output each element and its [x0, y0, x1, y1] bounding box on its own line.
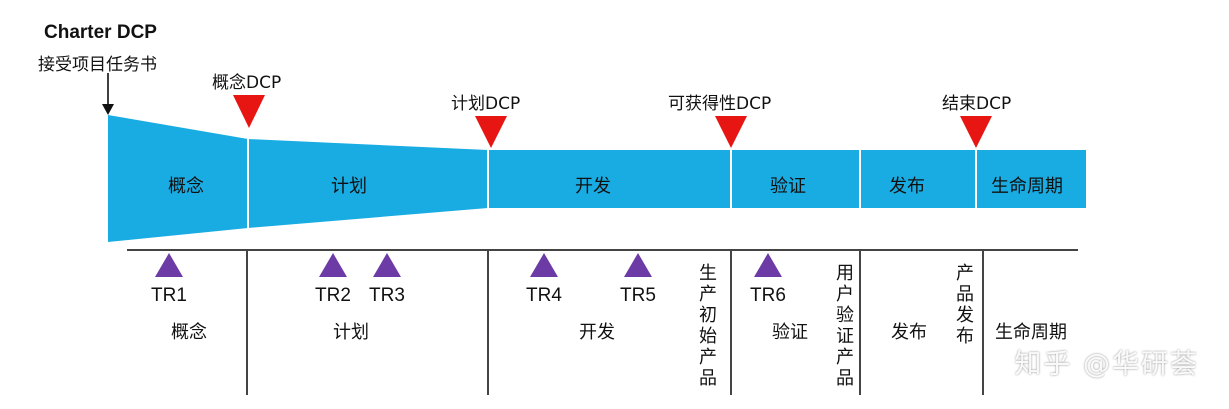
charter-dcp-subtitle: 接受项目任务书	[38, 55, 157, 75]
phase-label-develop: 开发	[579, 322, 615, 343]
band-phase-lifecycle: 生命周期	[991, 176, 1063, 197]
note-user-verification: 用户验证产品	[836, 263, 854, 389]
phase-label-plan: 计划	[333, 322, 369, 343]
phase-label-release: 发布	[891, 322, 927, 343]
note-initial-product: 生产初始产品	[699, 263, 717, 389]
band-phase-verify: 验证	[770, 176, 806, 197]
tr1-marker	[155, 253, 183, 277]
dcp-label-concept: 概念DCP	[212, 73, 282, 93]
band-phase-develop: 开发	[575, 176, 611, 197]
dcp-marker-plan	[475, 116, 507, 148]
band-separators	[247, 139, 977, 228]
charter-arrow	[102, 73, 114, 115]
dcp-marker-concept	[233, 95, 265, 128]
watermark: 知乎 @华研荟	[1014, 349, 1199, 380]
band-phase-release: 发布	[889, 176, 925, 197]
tr5-marker	[624, 253, 652, 277]
phase-label-verify: 验证	[772, 322, 808, 343]
lifecycle-band	[108, 115, 1086, 242]
dcp-label-end: 结束DCP	[942, 94, 1012, 114]
tr2-marker	[319, 253, 347, 277]
dcp-label-availability: 可获得性DCP	[668, 94, 772, 114]
tr6-marker	[754, 253, 782, 277]
dcp-label-plan: 计划DCP	[451, 94, 521, 114]
tr6-label: TR6	[750, 285, 786, 306]
tr4-marker	[530, 253, 558, 277]
phase-label-lifecycle: 生命周期	[995, 322, 1067, 343]
dcp-marker-availability	[715, 116, 747, 148]
tr3-marker	[373, 253, 401, 277]
band-phase-plan: 计划	[331, 176, 367, 197]
tr4-label: TR4	[526, 285, 562, 306]
phase-label-concept: 概念	[171, 322, 207, 343]
dcp-marker-end	[960, 116, 992, 148]
tr2-label: TR2	[315, 285, 351, 306]
tr5-label: TR5	[620, 285, 656, 306]
tr1-label: TR1	[151, 285, 187, 306]
band-phase-concept: 概念	[168, 176, 204, 197]
tr3-label: TR3	[369, 285, 405, 306]
charter-dcp-title: Charter DCP	[44, 22, 157, 43]
note-product-release: 产品发布	[956, 263, 974, 347]
phase-dividers	[246, 250, 984, 395]
